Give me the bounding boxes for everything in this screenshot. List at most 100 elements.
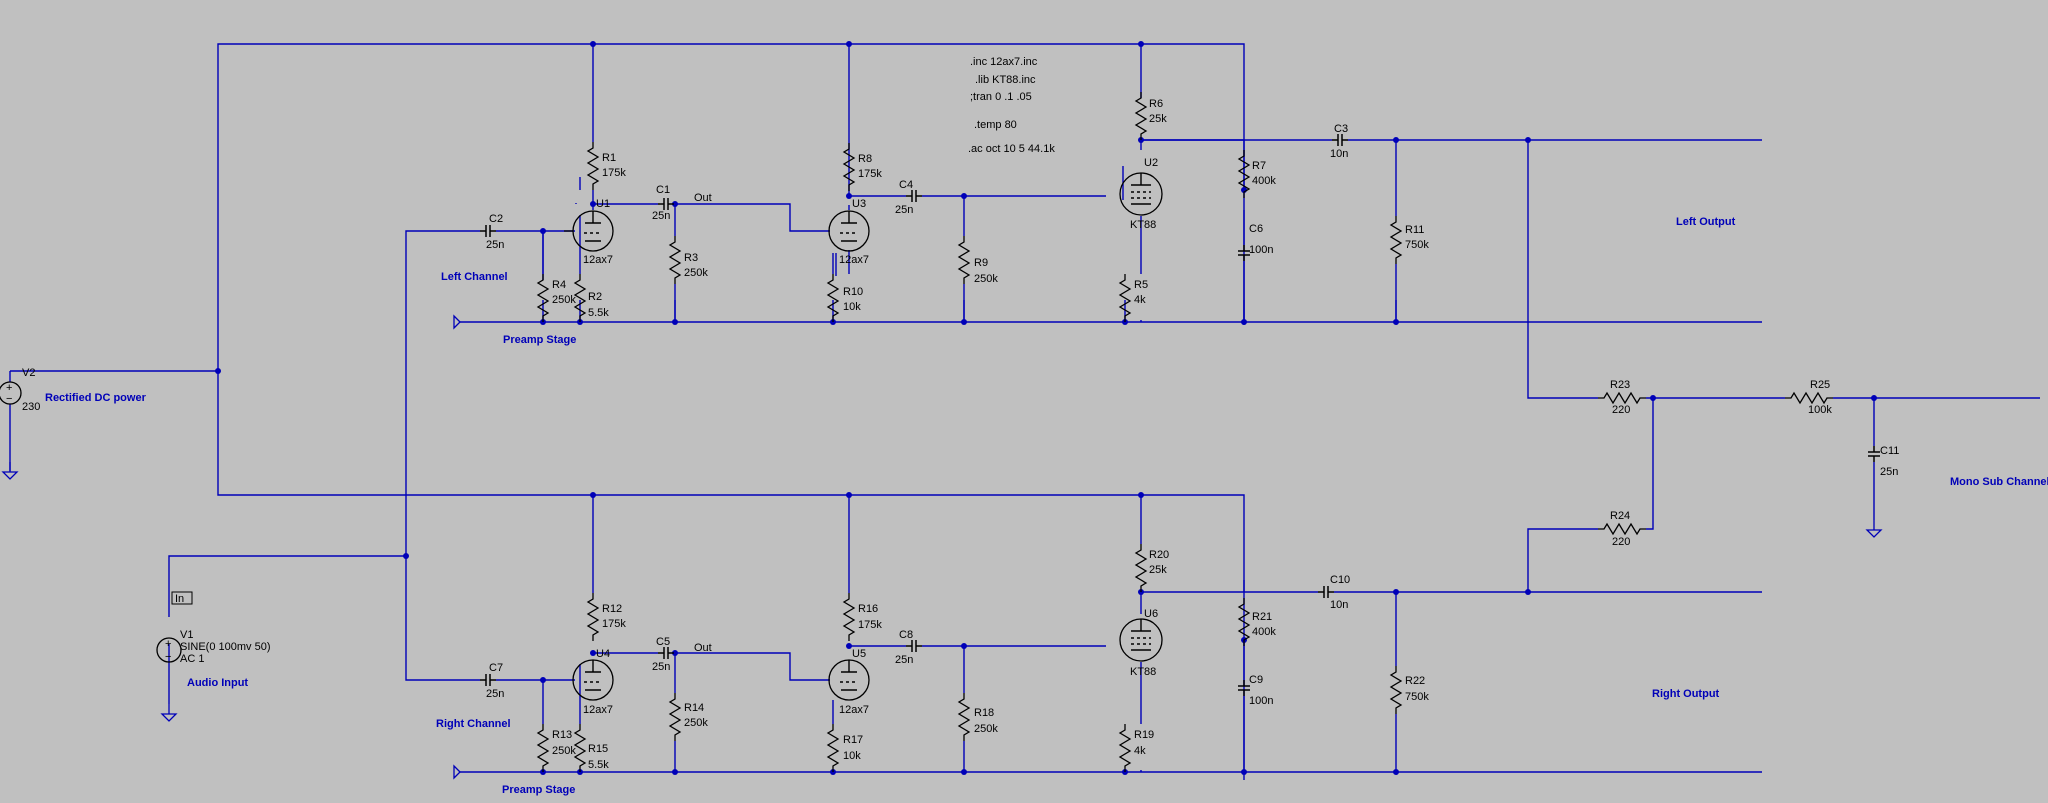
svg-text:R14: R14 [684,702,704,714]
resistor-r6[interactable]: R6 25k [1135,91,1167,141]
svg-text:25n: 25n [652,210,670,222]
label-rectified-dc-power: Rectified DC power [45,392,147,404]
svg-text:C10: C10 [1330,574,1350,586]
capacitor-c4[interactable]: C4 25n [895,179,923,216]
svg-text:5.5k: 5.5k [588,307,609,319]
resistor-r11[interactable]: R11 750k [1390,215,1429,265]
svg-text:25n: 25n [486,688,504,700]
svg-text:R25: R25 [1810,379,1830,391]
svg-text:5.5k: 5.5k [588,759,609,771]
directive-tran: ;tran 0 .1 .05 [970,91,1032,103]
resistor-r1[interactable]: R1 175k [587,141,626,191]
svg-text:C8: C8 [899,629,913,641]
tube-u1[interactable]: U1 12ax7 [564,198,614,266]
tube-u2[interactable]: U2 KT88 [1119,157,1163,231]
capacitor-c2[interactable]: C2 25n [479,213,504,251]
resistor-r2[interactable]: R2 5.5k [574,273,609,323]
capacitor-c1[interactable]: C1 25n [652,184,675,222]
directive-temp: .temp 80 [974,119,1017,131]
capacitor-c6[interactable]: C6 100n [1237,223,1273,262]
svg-text:U2: U2 [1144,157,1158,169]
tube-u3[interactable]: U3 12ax7 [828,198,870,266]
svg-text:C3: C3 [1334,123,1348,135]
svg-text:12ax7: 12ax7 [839,704,869,716]
v2-value: 230 [22,401,40,413]
tube-u6[interactable]: U6 KT88 [1119,608,1163,678]
svg-text:250k: 250k [684,267,708,279]
svg-text:25n: 25n [652,661,670,673]
svg-text:25k: 25k [1149,113,1167,125]
svg-text:250k: 250k [552,745,576,757]
capacitor-c8[interactable]: C8 25n [895,629,923,666]
svg-text:C2: C2 [489,213,503,225]
svg-text:R12: R12 [602,603,622,615]
directive-ac: .ac oct 10 5 44.1k [968,143,1055,155]
resistor-r7[interactable]: R7 400k [1238,149,1276,199]
capacitor-c7[interactable]: C7 25n [479,662,504,700]
svg-text:175k: 175k [602,618,626,630]
ground-symbols [2,314,1882,780]
svg-text:175k: 175k [602,167,626,179]
resistor-r8[interactable]: R8 175k [843,142,882,192]
tube-u4[interactable]: U4 12ax7 [572,648,614,716]
label-out-bottom: Out [694,642,712,654]
resistor-r18[interactable]: R18 250k [958,692,998,742]
resistor-r20[interactable]: R20 25k [1135,543,1169,593]
resistor-r4[interactable]: R4 250k [537,273,576,323]
resistor-r9[interactable]: R9 250k [958,235,998,285]
resistor-r19[interactable]: R19 4k [1119,723,1154,773]
tube-u5[interactable]: U5 12ax7 [828,648,870,716]
voltage-source-v2[interactable]: + − V2 230 [0,367,40,413]
v1-line1: SINE(0 100mv 50) [180,641,270,653]
capacitor-c10[interactable]: C10 10n [1317,574,1350,611]
resistor-r5[interactable]: R5 4k [1119,273,1148,323]
svg-text:25n: 25n [1880,466,1898,478]
resistor-r15[interactable]: R15 5.5k [574,723,609,773]
label-preamp-stage-top: Preamp Stage [503,334,576,346]
resistor-r12[interactable]: R12 175k [587,592,626,642]
svg-text:25n: 25n [486,239,504,251]
label-audio-input: Audio Input [187,677,248,689]
svg-text:−: − [6,393,12,405]
resistor-r3[interactable]: R3 250k [669,235,708,285]
resistor-r17[interactable]: R17 10k [827,723,863,773]
svg-text:750k: 750k [1405,691,1429,703]
label-left-output: Left Output [1676,216,1736,228]
svg-text:R23: R23 [1610,379,1630,391]
svg-text:U6: U6 [1144,608,1158,620]
voltage-source-v1[interactable]: + − V1 SINE(0 100mv 50) AC 1 [156,629,270,665]
resistor-r23[interactable]: R23 220 [1597,379,1647,416]
resistor-r24[interactable]: R24 220 [1597,510,1647,548]
svg-text:C6: C6 [1249,223,1263,235]
resistor-r14[interactable]: R14 250k [669,692,708,742]
svg-text:R2: R2 [588,291,602,303]
resistor-r21[interactable]: R21 400k [1238,597,1276,647]
resistor-r13[interactable]: R13 250k [537,723,576,773]
in-net-flag: In [171,591,193,605]
svg-text:U4: U4 [596,648,610,660]
svg-text:R10: R10 [843,286,863,298]
svg-text:R20: R20 [1149,549,1169,561]
capacitor-c9[interactable]: C9 100n [1237,674,1273,707]
svg-text:220: 220 [1612,404,1630,416]
v2-name: V2 [22,367,35,379]
svg-text:R11: R11 [1405,224,1424,236]
svg-text:R9: R9 [974,257,988,269]
resistor-r16[interactable]: R16 175k [843,592,882,642]
svg-text:10n: 10n [1330,148,1348,160]
capacitor-c5[interactable]: C5 25n [652,636,675,673]
svg-text:25n: 25n [895,204,913,216]
resistor-r10[interactable]: R10 10k [827,273,863,323]
resistor-r22[interactable]: R22 750k [1390,665,1429,715]
label-out-top: Out [694,192,712,204]
svg-text:4k: 4k [1134,294,1146,306]
svg-text:250k: 250k [552,294,576,306]
capacitor-c11[interactable]: C11 25n [1867,445,1899,478]
svg-text:+: + [6,382,12,394]
svg-text:C7: C7 [489,662,503,674]
label-mono-sub-channel: Mono Sub Channel [1950,476,2048,488]
label-right-channel: Right Channel [436,718,511,730]
resistor-r25[interactable]: R25 100k [1784,379,1834,416]
capacitor-c3[interactable]: C3 10n [1330,123,1349,160]
v1-line2: AC 1 [180,653,204,665]
